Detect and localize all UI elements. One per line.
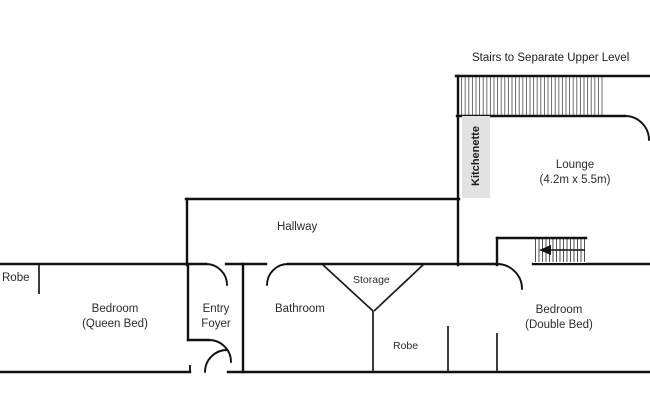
kitchenette-fill [462, 116, 490, 198]
room-label-robe-left: Robe [2, 272, 30, 284]
door-arc-double-bedroom [496, 263, 523, 290]
partition-storage-right [373, 263, 425, 312]
entry-foyer-line2: Foyer [201, 317, 231, 330]
room-label-bedroom-double: Bedroom (Double Bed) [500, 303, 618, 332]
lounge-name: Lounge [555, 159, 595, 171]
room-label-hallway: Hallway [277, 221, 318, 233]
room-label-robe-right: Robe [393, 340, 419, 352]
bedroom-double-name: Bedroom [535, 304, 583, 316]
room-label-bathroom: Bathroom [275, 303, 325, 315]
lounge-stair-run [533, 238, 586, 263]
room-label-bedroom-queen: Bedroom (Queen Bed) [55, 302, 175, 331]
room-label-lounge: Lounge (4.2m x 5.5m) [515, 158, 635, 187]
door-arc-bathroom [266, 263, 289, 286]
bedroom-double-detail: (Double Bed) [525, 318, 593, 331]
room-label-entry-foyer: Entry Foyer [190, 302, 242, 331]
stair-run-body [458, 76, 604, 116]
partition-storage-left [321, 263, 374, 312]
lounge-detail: (4.2m x 5.5m) [539, 173, 611, 186]
door-arc-foyer-entry-bottom [204, 349, 228, 373]
bedroom-queen-name: Bedroom [91, 303, 139, 315]
room-label-storage: Storage [353, 274, 390, 286]
door-arc-queen-bedroom [208, 339, 232, 363]
door-arc-upper-landing [624, 115, 650, 141]
stairs-title-label: Stairs to Separate Upper Level [472, 52, 630, 64]
stair-treads [461, 77, 603, 115]
room-label-kitchenette: Kitchenette [470, 126, 482, 186]
bedroom-queen-detail: (Queen Bed) [82, 317, 148, 330]
door-arc-entry-foyer-top [205, 263, 228, 286]
entry-foyer-line1: Entry [202, 303, 230, 315]
stair-direction-arrow-head [539, 245, 551, 255]
upper-level-stair-run [454, 74, 650, 118]
